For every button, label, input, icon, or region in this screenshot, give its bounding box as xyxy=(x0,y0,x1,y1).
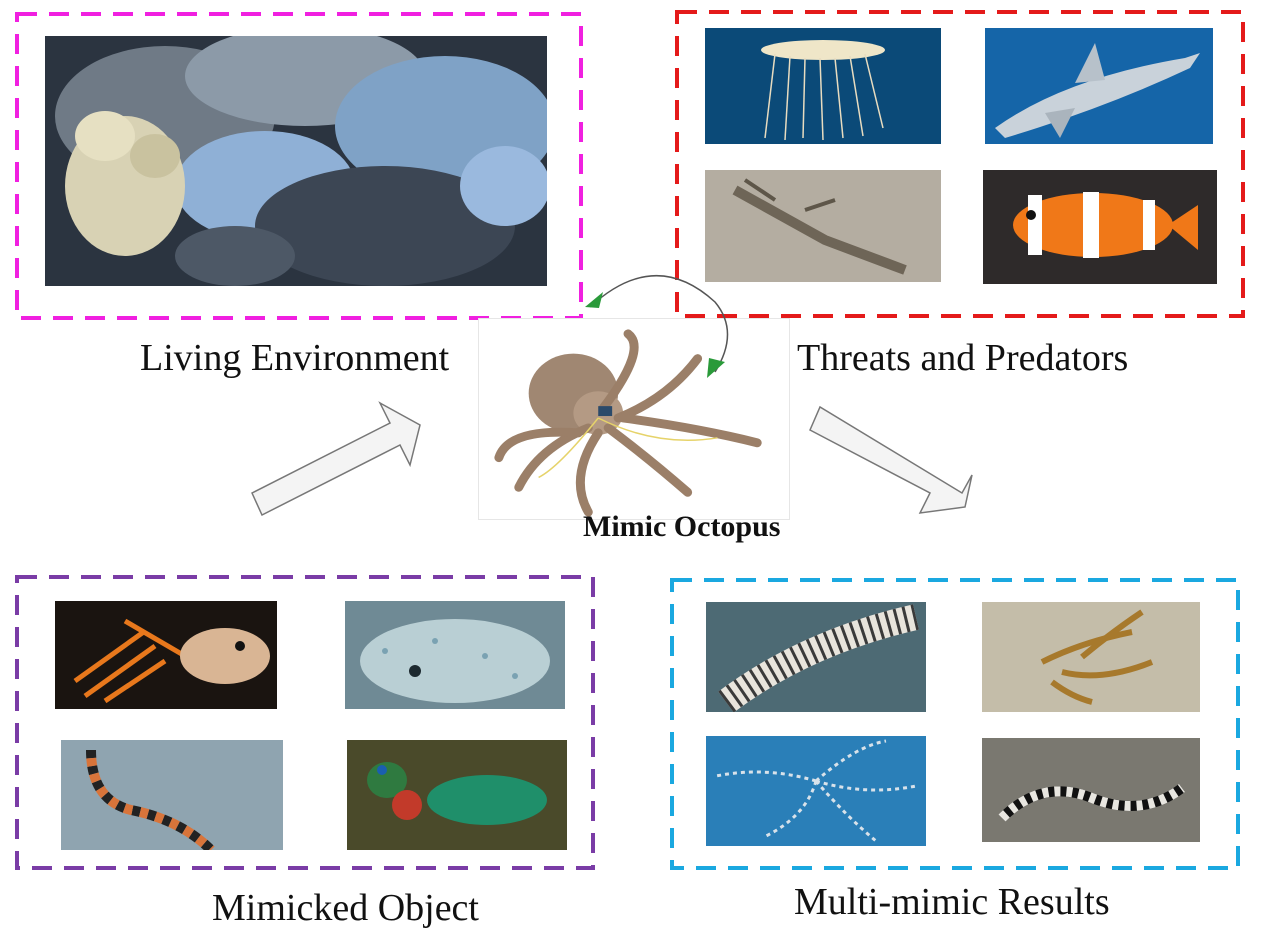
flatfish-photo xyxy=(345,601,565,709)
octopus-seasnake-mimic-photo xyxy=(706,736,926,846)
octopus-flatfish-mimic-photo xyxy=(706,602,926,712)
threats-dashed-border xyxy=(675,10,1245,318)
octopus-banded-mimic-photo xyxy=(982,738,1200,842)
mimicked-dashed-border xyxy=(15,575,595,870)
jellyfish-photo xyxy=(705,28,941,144)
living-environment-panel xyxy=(15,12,583,320)
up-right-arrow xyxy=(251,401,421,517)
lionfish-photo xyxy=(55,601,277,709)
feedback-curve-arrow xyxy=(585,274,729,378)
multi-mimic-results-label: Multi-mimic Results xyxy=(794,881,1110,923)
coral-reef-photo xyxy=(45,36,547,286)
sea-snake-photo xyxy=(61,740,283,850)
shark-photo xyxy=(985,28,1213,144)
living-environment-dashed-border xyxy=(15,12,583,320)
octopus-illustration xyxy=(478,318,790,520)
living-environment-label: Living Environment xyxy=(140,337,450,379)
down-right-arrow xyxy=(809,405,973,514)
crab-photo xyxy=(705,170,941,282)
threats-predators-label: Threats and Predators xyxy=(797,337,1129,379)
threats-predators-panel xyxy=(675,10,1245,318)
results-dashed-border xyxy=(670,578,1240,870)
mantis-shrimp-photo xyxy=(347,740,567,850)
mimic-octopus-title: Mimic Octopus xyxy=(583,510,781,543)
mimicked-object-panel xyxy=(15,575,595,870)
octopus-lionfish-mimic-photo xyxy=(982,602,1200,712)
mimicked-object-label: Mimicked Object xyxy=(212,887,479,929)
multi-mimic-results-panel xyxy=(670,578,1240,870)
clownfish-photo xyxy=(983,170,1217,284)
